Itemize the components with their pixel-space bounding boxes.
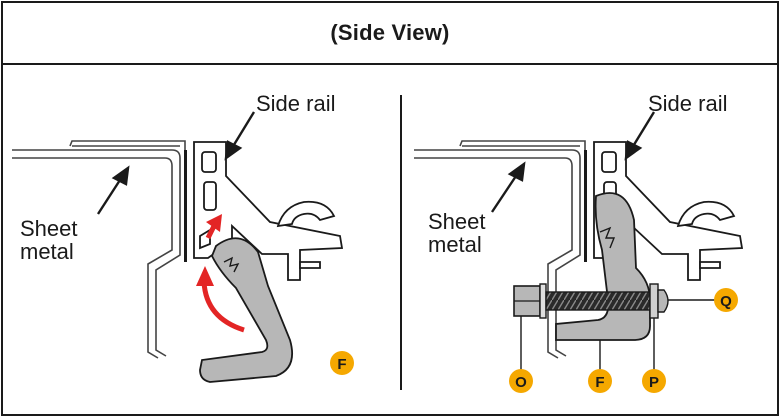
left-side-rail-label: Side rail	[256, 91, 335, 116]
badge-q: Q	[714, 288, 738, 312]
badge-o: O	[509, 369, 533, 393]
right-sheet-label-2: metal	[428, 232, 482, 257]
badge-f-left: F	[330, 351, 354, 375]
page-title: (Side View)	[330, 20, 450, 45]
badge-p: P	[642, 369, 666, 393]
badge-f-left-text: F	[337, 356, 346, 373]
badge-p-text: P	[649, 374, 659, 391]
washer-left	[539, 283, 547, 319]
sheet-metal-left	[12, 140, 187, 359]
bolt-thread	[545, 291, 651, 311]
cap-q	[657, 289, 669, 313]
rotation-arrow-icon	[196, 214, 245, 333]
leader-arrow-right-rail	[624, 111, 656, 161]
right-sheet-label-1: Sheet	[428, 209, 486, 234]
left-sheet-label-2: metal	[20, 239, 74, 264]
sheet-metal-right	[414, 140, 587, 359]
clamp-f-left	[199, 237, 294, 383]
leader-arrow-left-sheet	[96, 165, 130, 215]
badge-f-right-text: F	[595, 374, 604, 391]
right-side-rail-label: Side rail	[648, 91, 727, 116]
leader-arrow-left-rail	[224, 111, 256, 161]
nut-p	[649, 283, 659, 319]
leader-arrow-right-sheet	[491, 161, 526, 213]
left-panel: Side rail Sheet metal F	[12, 91, 354, 383]
right-panel: Side rail Sheet metal O F P Q	[414, 91, 744, 393]
badge-f-right: F	[588, 369, 612, 393]
left-sheet-label-1: Sheet	[20, 216, 78, 241]
badge-o-text: O	[515, 374, 527, 391]
badge-q-text: Q	[720, 293, 732, 310]
bolt-assembly	[513, 283, 669, 319]
header-bar: (Side View)	[3, 3, 777, 65]
